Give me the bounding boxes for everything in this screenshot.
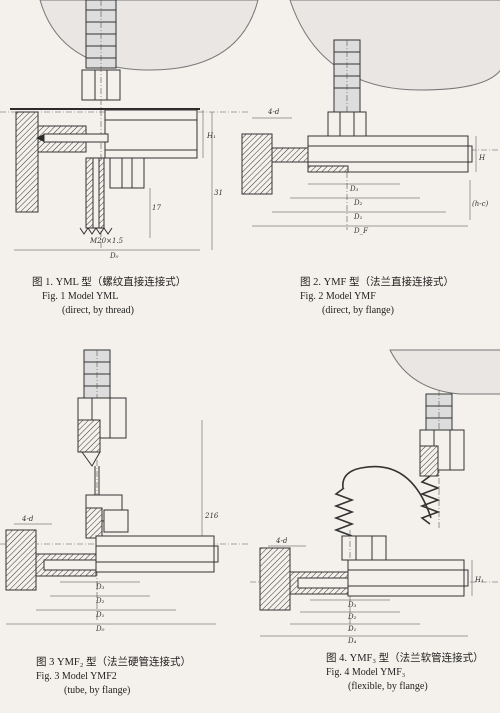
gauge-dial	[39, 0, 259, 71]
caption-en: Fig. 3 Model YMF2	[36, 671, 117, 682]
dim-h: H	[478, 154, 486, 162]
dim-d3: D₃	[347, 601, 357, 609]
figure-3-caption: 图 3 YMF₂ 型（法兰硬管连接式） Fig. 3 Model YMF2 (t…	[36, 656, 191, 698]
dim-d2: D₂	[347, 613, 357, 621]
dim-4d: 4-d	[275, 537, 288, 545]
dim-d0: D₀	[95, 625, 105, 633]
gauge-dial	[289, 0, 500, 91]
dim-4d: 4-d	[21, 515, 34, 523]
dim-d3: D₃	[95, 583, 105, 591]
caption-en: Fig. 1 Model YML	[42, 291, 119, 302]
figure-2-caption: 图 2. YMF 型（法兰直接连接式） Fig. 2 Model YMF (di…	[300, 276, 454, 318]
caption-note: (tube, by flange)	[64, 685, 131, 696]
dim-d4: D₄	[347, 637, 357, 645]
dim-216: 216	[204, 512, 219, 520]
dim-h1: H₁	[206, 132, 216, 140]
dim-d2: D₂	[95, 597, 105, 605]
dim-thread: M20×1.5	[89, 237, 124, 245]
caption-note: (direct, by flange)	[322, 305, 394, 316]
dim-d1: D₁	[347, 625, 357, 633]
dim-d2: D₂	[353, 199, 363, 207]
figure-1: H₁ 31 17 M20×1.5 D₀ 图 1. YML 型（螺纹直接连接式） …	[0, 0, 259, 340]
caption-cn: 图 1. YML 型（螺纹直接连接式）	[32, 277, 187, 288]
caption-note: (direct, by thread)	[62, 305, 134, 316]
figure-2-drawing: 4-d H (h-c) D₃ D₂ D₁ D_F	[241, 0, 500, 235]
dim-31: 31	[214, 189, 223, 197]
dim-d0: D₀	[109, 252, 119, 260]
dim-d1: D₁	[353, 213, 363, 221]
figure-4-drawing: H₁ 4-d D₃ D₂ D₁ D₄	[250, 349, 500, 645]
caption-en: Fig. 2 Model YMF	[300, 291, 376, 302]
caption-cn: 图 3 YMF₂ 型（法兰硬管连接式）	[36, 657, 192, 668]
dim-d3: D₃	[349, 185, 359, 193]
figure-1-caption: 图 1. YML 型（螺纹直接连接式） Fig. 1 Model YML (di…	[32, 276, 186, 318]
dim-17: 17	[152, 204, 161, 212]
dim-df: D_F	[353, 227, 369, 235]
figure-2: 4-d H (h-c) D₃ D₂ D₁ D_F 图 2. YMF 型（法兰直接…	[241, 0, 500, 340]
dim-4d: 4-d	[267, 108, 280, 116]
figure-4-caption: 图 4. YMF₃ 型（法兰软管连接式） Fig. 4 Model YMF₃ (…	[326, 652, 484, 694]
dim-d1: D₁	[95, 611, 105, 619]
dim-hr: (h-c)	[472, 200, 489, 208]
figure-1-drawing: H₁ 31 17 M20×1.5 D₀	[0, 0, 259, 260]
dim-h1: H₁	[474, 576, 484, 584]
gauge-dial	[389, 349, 500, 395]
figure-3-drawing: 216 4-d D₃ D₂ D₁ D₀	[0, 349, 250, 633]
caption-note: (flexible, by flange)	[348, 681, 428, 692]
caption-en: Fig. 4 Model YMF₃	[326, 667, 406, 678]
figure-3: 216 4-d D₃ D₂ D₁ D₀ 图 3 YMF₂ 型（法兰硬管连接式） …	[0, 349, 250, 713]
figure-4: H₁ 4-d D₃ D₂ D₁ D₄ 图 4. YMF₃ 型（法兰软管连接式） …	[250, 349, 500, 713]
caption-cn: 图 2. YMF 型（法兰直接连接式）	[300, 277, 455, 288]
caption-cn: 图 4. YMF₃ 型（法兰软管连接式）	[326, 653, 484, 664]
